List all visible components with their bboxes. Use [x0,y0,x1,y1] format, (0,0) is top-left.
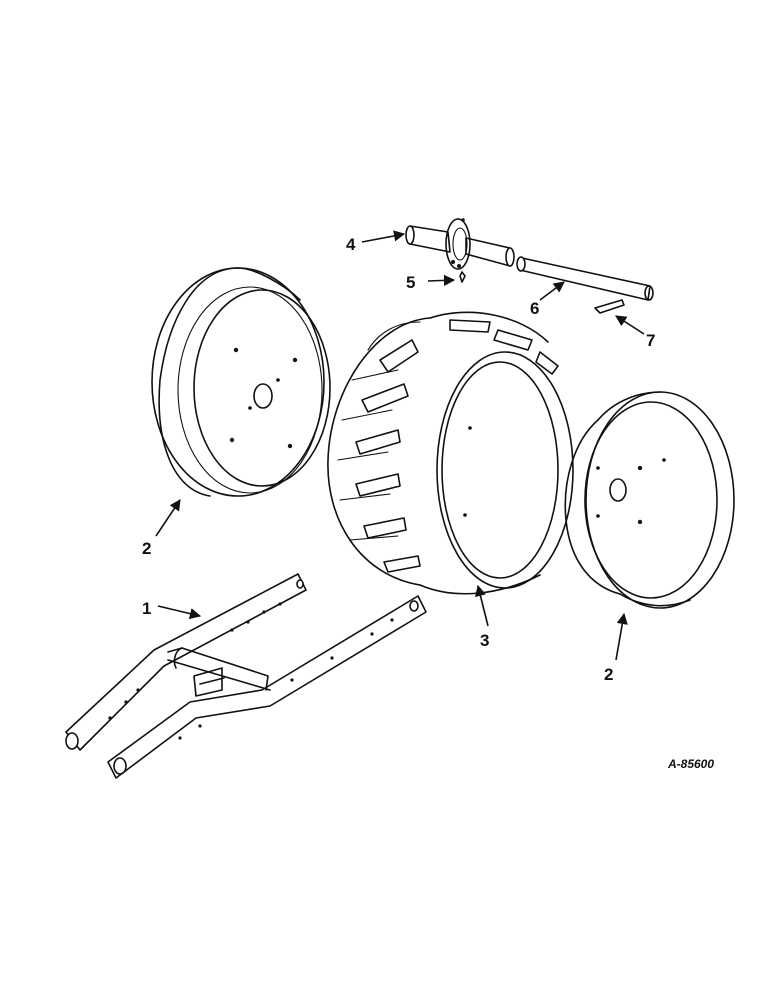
drawing-number: A-85600 [667,757,714,771]
leader-5 [427,274,456,286]
leader-2-left [155,499,181,537]
callout-4: 4 [346,235,356,254]
tractor-tire [327,311,574,595]
callout-2-left: 2 [142,539,151,558]
callout-6: 6 [530,299,539,318]
right-wheel-rim [564,391,735,609]
wheel-hub [405,218,515,270]
leader-3 [475,584,489,627]
leader-2-right [615,612,628,661]
callout-leaders [155,230,645,661]
leader-7 [615,315,645,335]
callout-5: 5 [406,273,415,292]
wheel-frame [65,573,427,779]
cotter-pin [594,299,625,314]
callout-2-right: 2 [604,665,613,684]
callout-3: 3 [480,631,489,650]
leader-6 [539,281,565,301]
right-rim-hub-hole [609,478,627,502]
hub-bolt [459,271,466,283]
callout-1: 1 [142,599,151,618]
left-rim-hub-hole [253,383,273,409]
callout-7: 7 [646,331,655,350]
left-wheel-rim [151,267,331,497]
axle-shaft [516,256,654,301]
leader-4 [361,230,406,243]
leader-1 [157,605,202,620]
